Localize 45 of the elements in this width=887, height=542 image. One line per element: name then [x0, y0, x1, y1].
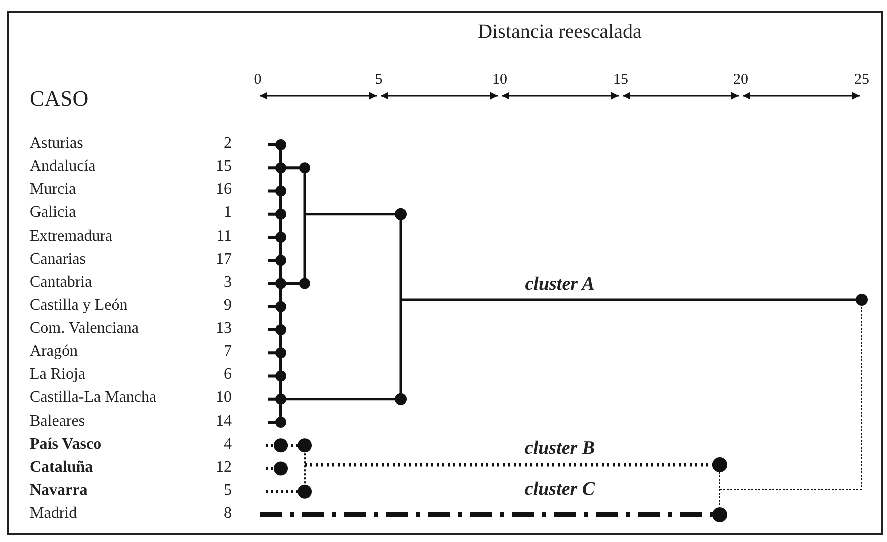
tick-label: 10	[492, 73, 508, 88]
tick-label: 0	[254, 73, 262, 88]
case-name: Andalucía	[30, 159, 96, 176]
cluster-label: cluster A	[525, 275, 595, 294]
case-number: 8	[224, 506, 232, 522]
case-name: Aragón	[30, 344, 78, 360]
case-number: 9	[224, 298, 232, 314]
case-name: Navarra	[30, 482, 88, 499]
case-name: Com. Valenciana	[30, 321, 140, 337]
case-number: 6	[224, 367, 232, 384]
case-number: 3	[224, 274, 232, 291]
tick-label: 5	[375, 73, 383, 88]
case-number: 13	[216, 321, 232, 337]
case-name: Cataluña	[30, 460, 94, 476]
case-name: Castilla-La Mancha	[30, 390, 157, 406]
case-number: 4	[224, 436, 232, 453]
column-header: CASO	[30, 88, 89, 110]
case-name: Castilla y León	[30, 298, 128, 314]
case-name: Murcia	[30, 182, 76, 198]
case-number: 1	[224, 205, 232, 222]
case-name: Canarias	[30, 252, 86, 268]
tick-label: 25	[854, 73, 870, 88]
cluster-label: cluster B	[524, 439, 596, 458]
case-number: 12	[216, 460, 232, 476]
case-name: Madrid	[30, 506, 78, 522]
tick-label: 20	[734, 73, 748, 88]
case-number: 15	[216, 159, 232, 176]
case-name: Asturias	[30, 136, 84, 152]
case-number: 5	[224, 482, 232, 499]
case-number: 17	[216, 252, 232, 268]
case-number: 2	[224, 136, 232, 152]
case-number: 16	[216, 182, 232, 198]
case-name: La Rioja	[30, 367, 86, 384]
cluster-label: cluster C	[524, 480, 596, 499]
case-name: Baleares	[30, 414, 86, 430]
case-name: Extremadura	[30, 228, 113, 244]
case-name: Galicia	[30, 205, 76, 222]
case-number: 7	[224, 344, 232, 360]
case-number: 10	[216, 390, 232, 406]
case-name: Cantabria	[30, 274, 92, 291]
case-name: País Vasco	[30, 436, 102, 453]
tick-label: 15	[614, 73, 628, 88]
case-number: 11	[216, 228, 232, 244]
axis-title: Distancia reescalada	[478, 22, 642, 42]
case-number: 14	[216, 414, 232, 430]
